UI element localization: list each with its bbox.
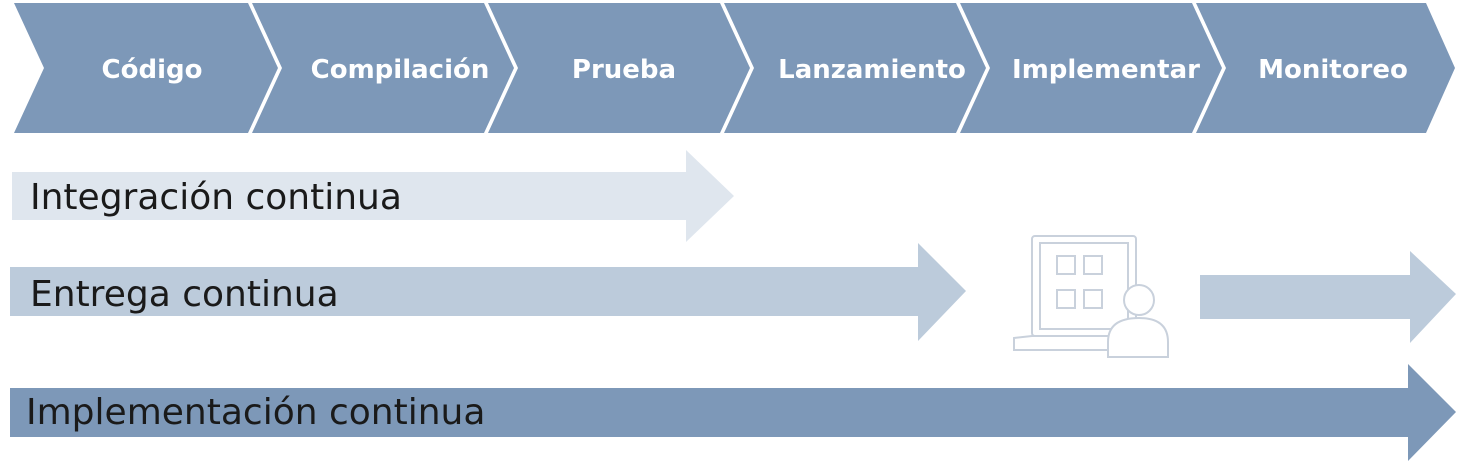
stage-codigo-label: Código [102,55,203,85]
stage-lanzamiento-chevron [724,3,986,133]
post-approval-arrow-shape [1200,251,1456,343]
stage-lanzamiento: Lanzamiento [724,3,986,133]
continuous-delivery-arrow: Entrega continua [10,243,966,341]
stage-compilacion-label: Compilación [311,55,490,85]
pipeline-stages: Código Compilación Prueba Lanzamiento Im… [14,3,1455,133]
continuous-deployment-arrow: Implementación continua [10,364,1456,461]
continuous-deployment-label: Implementación continua [26,392,485,433]
laptop-user-icon [1013,235,1169,358]
stage-prueba-label: Prueba [572,55,676,85]
stage-prueba: Prueba [488,3,750,133]
stage-codigo: Código [14,3,278,133]
stage-monitoreo-chevron [1196,3,1455,133]
stage-codigo-chevron [14,3,278,133]
stage-lanzamiento-label: Lanzamiento [778,55,966,85]
stage-implementar-label: Implementar [1012,55,1200,85]
user-body [1107,316,1169,358]
stage-monitoreo-label: Monitoreo [1258,55,1408,85]
grid-square-1 [1056,255,1076,275]
stage-prueba-chevron [488,3,750,133]
grid-square-2 [1083,255,1103,275]
laptop-screen-inner [1039,242,1129,330]
grid-square-3 [1056,289,1076,309]
stage-implementar: Implementar [960,3,1222,133]
continuous-integration-arrow-shape [12,150,734,242]
continuous-deployment-arrow-shape [10,364,1456,461]
continuous-delivery-label: Entrega continua [30,274,339,315]
post-approval-arrow [1200,251,1456,343]
grid-square-4 [1083,289,1103,309]
continuous-integration-label: Integración continua [30,177,402,218]
continuous-integration-arrow: Integración continua [12,150,734,242]
stage-monitoreo: Monitoreo [1196,3,1455,133]
user-head [1123,284,1155,316]
stage-compilacion: Compilación [252,3,514,133]
stage-compilacion-chevron [252,3,514,133]
continuous-delivery-arrow-shape [10,243,966,341]
stage-implementar-chevron [960,3,1222,133]
